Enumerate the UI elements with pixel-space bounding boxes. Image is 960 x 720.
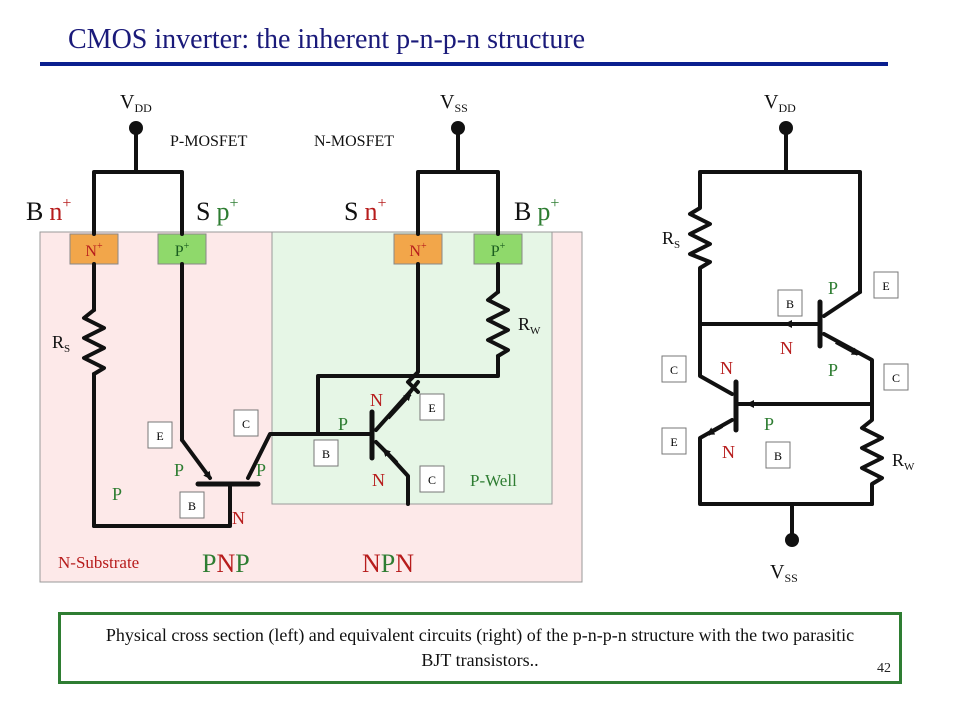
svg-text:B: B [188,499,196,513]
pnp-p-left: P [174,460,184,480]
right-vss-terminal [785,533,799,547]
pnp-label: PNP [202,549,250,578]
rw-label-right: RW [892,450,915,473]
svg-text:N+: N+ [85,241,103,260]
cross-section-wiring [82,262,510,528]
vss-wiring [416,126,500,236]
title-rule [40,62,888,66]
slide-title: CMOS inverter: the inherent p-n-p-n stru… [68,24,586,55]
n-plus-diffusion-1: N+ [69,233,119,265]
svg-text:C: C [428,473,436,487]
right-npn-n-top: N [720,358,733,378]
nmos-label: N-MOSFET [314,133,394,150]
vdd-wiring [92,126,184,236]
svg-text:N+: N+ [409,241,427,260]
pnp-collector-box: C [233,409,259,437]
right-npn-emitter-arrow [706,424,723,436]
npn-collector-box: C [419,465,445,493]
svg-text:C: C [892,371,900,385]
right-npn-collector-box: C [661,355,687,383]
caption-box: Physical cross section (left) and equiva… [58,612,902,684]
svg-text:B: B [774,449,782,463]
caption-text: Physical cross section (left) and equiva… [105,625,855,670]
svg-text:B: B [322,447,330,461]
pnp-emitter-box: E [147,421,173,449]
p-plus-diffusion-1: P+ [157,233,207,265]
pnp-n-base: N [232,508,245,528]
right-npn-p-base: P [764,414,774,434]
right-pnp-n-base: N [780,338,793,358]
p-plus-diffusion-2: P+ [473,233,523,265]
rs-label-left: RS [52,332,70,355]
vss-terminal [451,121,465,135]
n-substrate-label: N-Substrate [58,553,139,572]
right-vdd-label: VDD [764,91,796,115]
right-pnp-base-box: B [777,289,803,317]
n-plus-diffusion-2: N+ [393,233,443,265]
svg-text:B: B [786,297,794,311]
svg-text:E: E [882,279,889,293]
right-pnp-collector-arrow [835,340,860,356]
vss-label: VSS [440,91,468,115]
right-pnp-p-top: P [828,278,838,298]
substrate-p-letter: P [112,484,122,504]
npn-emitter-arrow [382,448,396,462]
rw-label-left: RW [518,314,541,337]
right-npn-emitter-box: E [661,427,687,455]
right-npn-n-bottom: N [722,442,735,462]
npn-emitter-box: E [419,393,445,421]
svg-text:C: C [670,363,678,377]
vdd-terminal [129,121,143,135]
right-circuit-wiring [688,126,884,542]
right-pnp-p-bottom: P [828,360,838,380]
npn-base-box: B [313,439,339,467]
svg-text:E: E [428,401,435,415]
svg-text:P+: P+ [491,241,506,260]
right-npn-base-box: B [765,441,791,469]
svg-text:C: C [242,417,250,431]
right-pnp-collector-box: C [883,363,909,391]
npn-p-base: P [338,414,348,434]
npn-n-bottom: N [372,470,385,490]
npn-label: NPN [362,549,414,578]
svg-text:E: E [156,429,163,443]
right-vss-label: VSS [770,561,798,585]
pnp-p-right: P [256,460,266,480]
npn-n-top: N [370,390,383,410]
npn-collector-arrow [386,392,412,420]
pnp-base-box: B [179,491,205,519]
page-number: 42 [877,661,891,676]
pmos-label: P-MOSFET [170,133,248,150]
svg-text:P+: P+ [175,241,190,260]
vdd-label: VDD [120,91,152,115]
rs-label-right: RS [662,228,680,251]
right-pnp-emitter-box: E [873,271,899,299]
svg-text:E: E [670,435,677,449]
p-well-label: P-Well [470,471,517,490]
